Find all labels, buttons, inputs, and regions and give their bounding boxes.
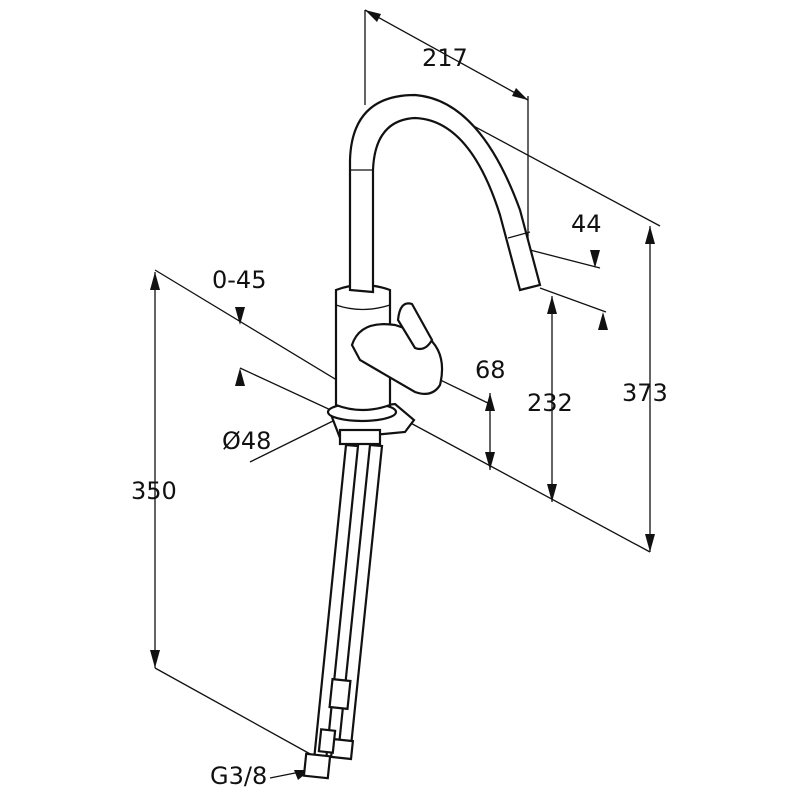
- label-g38: G3/8: [210, 762, 267, 790]
- arrow-217-left: [365, 10, 381, 22]
- label-217: 217: [422, 44, 468, 72]
- arrow-232-bottom: [547, 484, 557, 502]
- ext-line-373-bottom: [404, 419, 651, 553]
- arrow-0-45-bottom: [235, 368, 245, 386]
- arrowheads: [150, 10, 655, 780]
- hose-fitting-right: [328, 677, 352, 711]
- hose-nut-left: [302, 752, 332, 780]
- dimension-lines: [154, 9, 661, 779]
- ext-line-44-b: [539, 287, 607, 313]
- leader-48: [249, 419, 336, 463]
- body-ring: [335, 304, 391, 311]
- label-373: 373: [622, 379, 668, 407]
- ext-line-0-45: [154, 269, 346, 386]
- arrow-217-right: [512, 88, 528, 100]
- label-350: 350: [131, 477, 177, 505]
- arrow-68-bottom: [485, 452, 495, 470]
- arrow-373-bottom: [645, 534, 655, 552]
- spout-tube: [348, 93, 542, 294]
- label-44: 44: [571, 210, 602, 238]
- faucet-spout: [348, 93, 542, 294]
- dimension-labels: 217 44 0-45 68 232 373 Ø48 350 G3/8: [131, 44, 668, 790]
- base-shank: [338, 428, 382, 446]
- dim-line-217: [364, 9, 529, 101]
- label-68: 68: [475, 356, 506, 384]
- label-48: Ø48: [222, 427, 271, 455]
- spray-head-joint: [507, 231, 531, 239]
- arrow-44-bottom: [598, 312, 608, 330]
- supply-hoses: [302, 443, 384, 780]
- ext-line-44-a: [529, 249, 601, 269]
- label-0-45: 0-45: [212, 266, 266, 294]
- ext-line-0-45-b: [239, 367, 336, 413]
- faucet-lever: [350, 302, 444, 395]
- arrow-232-top: [547, 296, 557, 314]
- arrow-373-top: [645, 226, 655, 244]
- arrow-350-top: [150, 272, 160, 290]
- lever-handle: [396, 302, 434, 351]
- label-232: 232: [527, 389, 573, 417]
- hose-fitting-left: [317, 728, 337, 754]
- ext-line-350-bottom: [154, 667, 313, 756]
- arrow-350-bottom: [150, 650, 160, 668]
- arrow-0-45-top: [235, 307, 245, 325]
- arrow-68-top: [485, 393, 495, 411]
- ext-line-373-top: [439, 107, 661, 227]
- arrow-44-top: [590, 250, 600, 268]
